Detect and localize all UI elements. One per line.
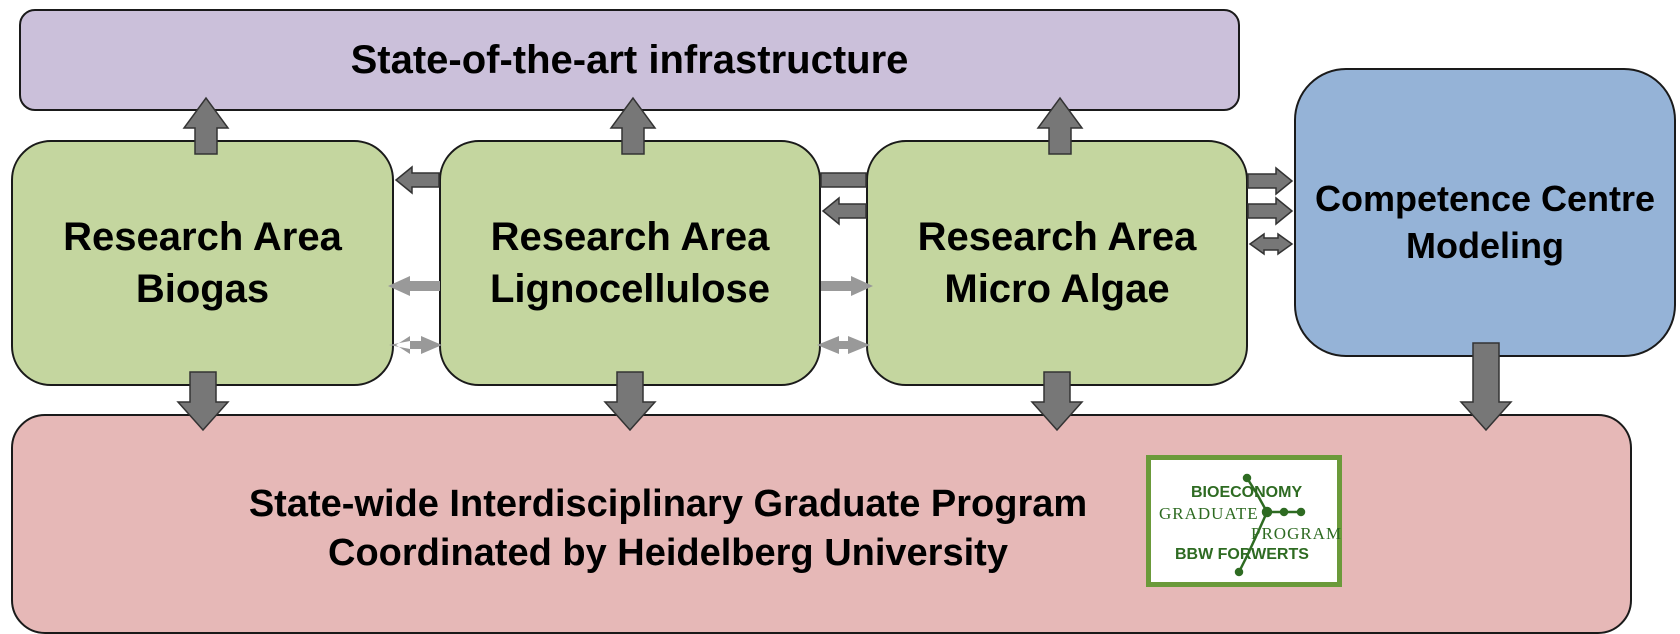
logo-line3: PROGRAM — [1251, 524, 1343, 543]
arrow-algae-to-cc-2 — [1247, 196, 1294, 226]
diagram-arrows — [176, 96, 1513, 432]
arrow-up-lignocellulose — [609, 96, 657, 155]
infrastructure-title: State-of-the-art infrastructure — [350, 38, 909, 82]
arrow-down-biogas — [176, 371, 230, 432]
logo-line4: BBW FORWERTS — [1175, 546, 1309, 563]
graduate-program-line1: State-wide Interdisciplinary Graduate Pr… — [248, 483, 1088, 525]
arrow-algae-to-cc-1 — [1247, 166, 1294, 196]
arrow-ligno-algae-double — [817, 336, 870, 354]
arrow-down-competence-centre — [1459, 342, 1513, 432]
arrow-down-lignocellulose — [603, 371, 657, 432]
logo-line2: GRADUATE — [1159, 504, 1259, 523]
arrow-ligno-to-biogas-light — [388, 276, 440, 296]
research-area-lignocellulose-line2: Lignocellulose — [489, 267, 771, 311]
arrow-down-micro-algae — [1030, 371, 1084, 432]
bioeconomy-logo: BIOECONOMY GRADUATE PROGRAM BBW FORWERTS — [1146, 455, 1342, 587]
research-area-biogas-line1: Research Area — [63, 215, 342, 259]
infrastructure-box: State-of-the-art infrastructure — [19, 9, 1240, 111]
graduate-program-text: State-wide Interdisciplinary Graduate Pr… — [173, 480, 1163, 579]
arrow-ligno-to-algae-light — [821, 276, 873, 296]
research-area-micro-algae: Research Area Micro Algae — [866, 140, 1248, 386]
graduate-program-line2: Coordinated by Heidelberg University — [328, 532, 1008, 575]
arrow-up-micro-algae — [1036, 96, 1084, 155]
competence-centre-box: Competence Centre Modeling — [1294, 68, 1676, 357]
logo-line1: BIOECONOMY — [1191, 484, 1303, 501]
arrow-ligno-to-algae-dark — [820, 172, 867, 188]
research-area-micro-algae-line1: Research Area — [917, 215, 1197, 259]
arrow-ligno-to-biogas-dark — [394, 165, 440, 195]
molecule-network-icon — [1234, 473, 1306, 577]
research-area-lignocellulose-line1: Research Area — [490, 215, 770, 259]
research-area-lignocellulose: Research Area Lignocellulose — [439, 140, 821, 386]
arrow-biogas-ligno-double — [389, 336, 442, 354]
arrow-up-biogas — [182, 96, 230, 155]
arrow-algae-cc-double — [1248, 232, 1294, 256]
research-area-biogas-line2: Biogas — [135, 267, 270, 311]
arrow-algae-to-ligno-dark — [821, 196, 867, 226]
competence-centre-line1: Competence Centre — [1314, 178, 1656, 219]
competence-centre-line2: Modeling — [1406, 224, 1564, 266]
research-area-micro-algae-line2: Micro Algae — [944, 267, 1170, 311]
graduate-program-box: State-wide Interdisciplinary Graduate Pr… — [11, 414, 1632, 634]
